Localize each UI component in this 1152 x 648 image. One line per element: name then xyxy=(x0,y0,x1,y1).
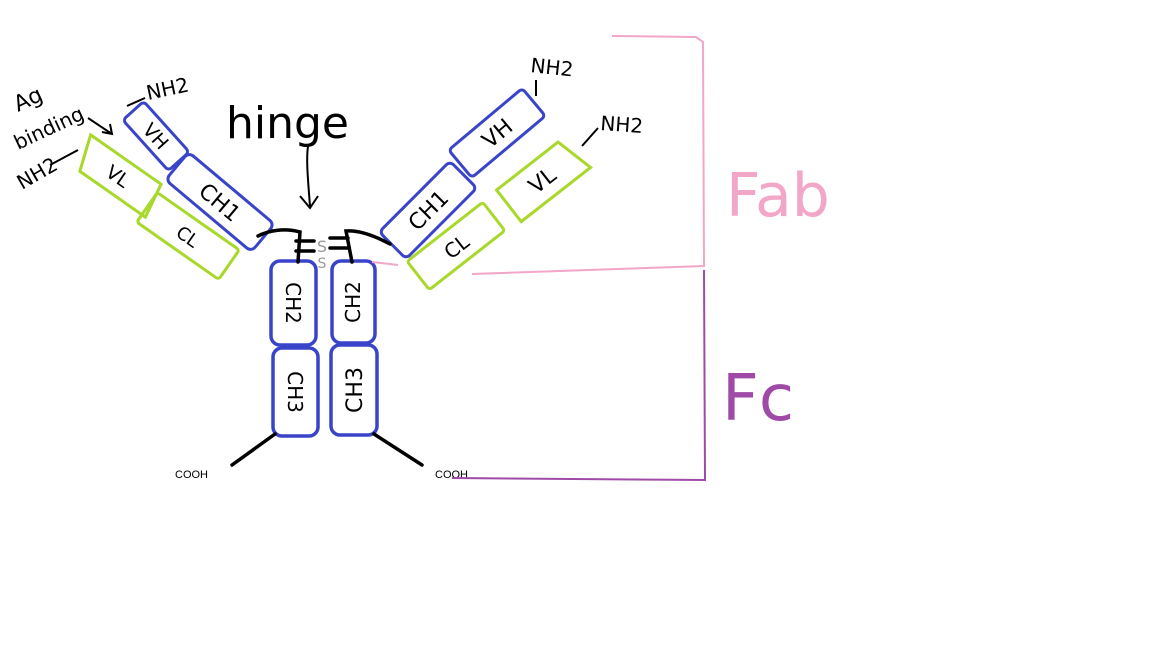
cooh-left-label: COOH xyxy=(175,469,208,481)
fab-bracket xyxy=(371,35,706,275)
right-ch2-domain: CH2 xyxy=(330,259,377,345)
nh2-left-heavy-label: NH2 xyxy=(144,73,191,105)
fc-bracket xyxy=(451,269,707,482)
right-ch3-domain: CH3 xyxy=(329,343,379,437)
left-ch3-label: CH3 xyxy=(283,371,307,413)
hinge-arrow xyxy=(299,145,319,210)
ag-binding-annotation: Ag binding xyxy=(10,83,114,155)
ag-binding-arrow xyxy=(87,117,114,136)
hinge-annotation: hinge xyxy=(226,98,349,210)
nh2-right-heavy-label: NH2 xyxy=(529,53,574,81)
fc-label: Fc xyxy=(722,362,794,436)
c-terminal-tails xyxy=(230,432,424,467)
left-ch1-label: CH1 xyxy=(193,179,244,228)
hinge-label: hinge xyxy=(226,98,349,149)
right-fab-arm: VH CH1 VL CL xyxy=(379,88,593,291)
left-ch2-domain: CH2 xyxy=(269,259,318,347)
fc-stem: CH2 CH2 CH3 CH3 xyxy=(269,259,379,438)
left-cl-label: CL xyxy=(172,222,203,252)
left-ch3-domain: CH3 xyxy=(271,346,320,438)
ag-binding-label-line1: Ag xyxy=(10,83,47,118)
left-vh-domain: VH xyxy=(122,101,190,171)
right-vl-domain: VL xyxy=(494,140,593,224)
left-vh-label: VH xyxy=(138,119,173,154)
hinge-bonds xyxy=(256,228,392,264)
nh2-left-light-label: NH2 xyxy=(13,152,62,194)
disulfide-bond-mark: S xyxy=(318,256,327,272)
cooh-right-label: COOH xyxy=(435,469,468,481)
left-ch2-label: CH2 xyxy=(281,282,305,324)
right-ch2-label: CH2 xyxy=(341,281,365,323)
nh2-right-light-label: NH2 xyxy=(600,111,644,138)
right-ch3-label: CH3 xyxy=(343,367,368,413)
disulfide-bond-mark: S xyxy=(317,237,327,256)
fab-label: Fab xyxy=(726,161,830,231)
